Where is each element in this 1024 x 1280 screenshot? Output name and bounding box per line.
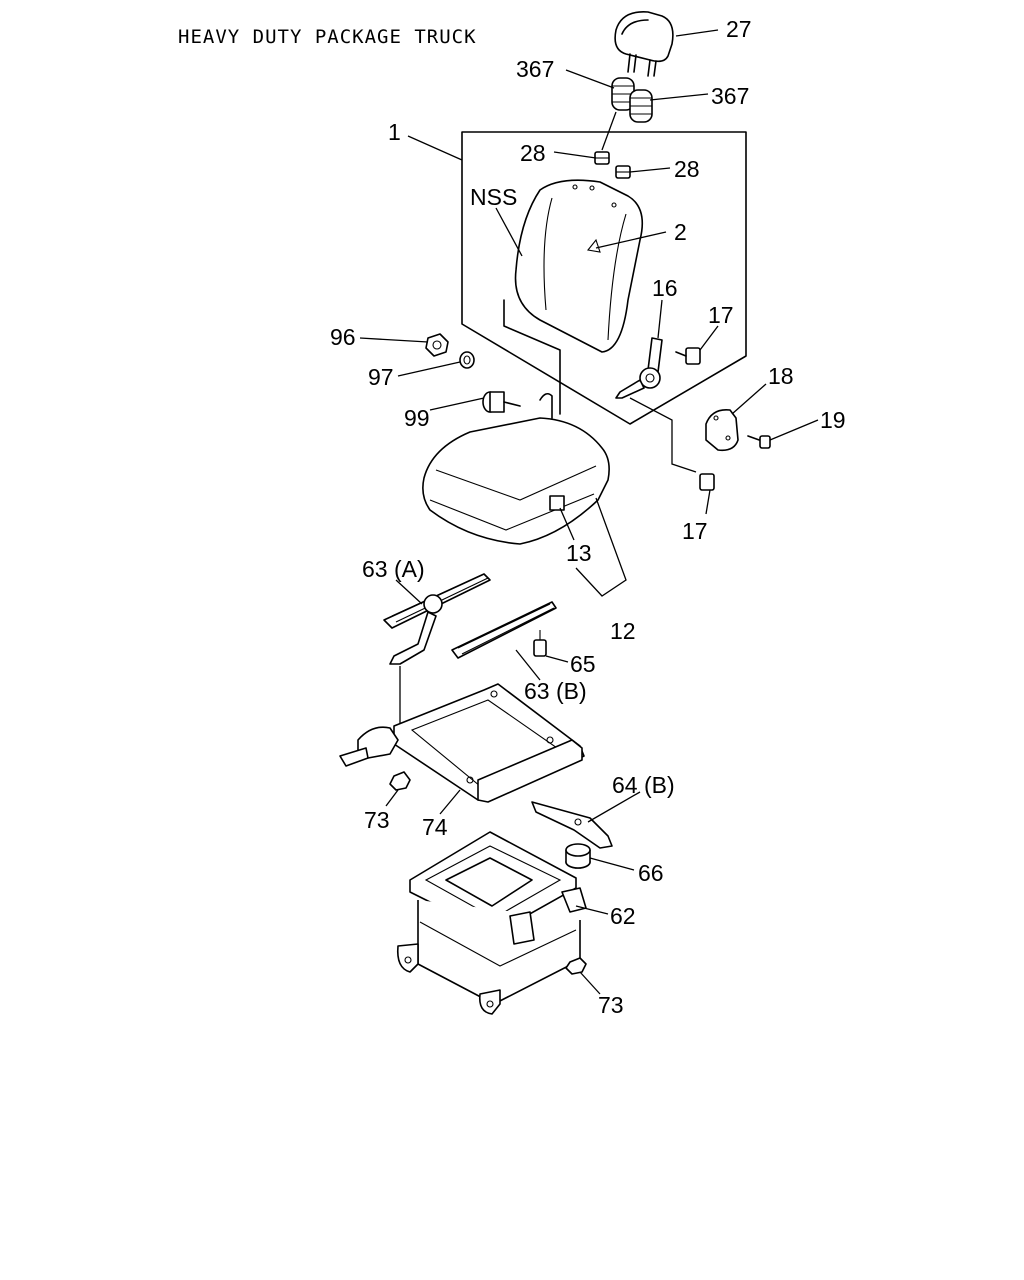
bolt-28-left bbox=[594, 151, 610, 165]
suspension-base bbox=[396, 831, 587, 1015]
bolt-17-lower bbox=[699, 473, 715, 491]
bolt-28-right bbox=[615, 165, 631, 179]
nut-73-lower bbox=[565, 957, 587, 975]
callout-1: 1 bbox=[388, 119, 401, 145]
recliner-cover bbox=[705, 408, 739, 452]
callout-13: 13 bbox=[566, 540, 592, 566]
callout-97: 97 bbox=[368, 364, 394, 390]
bushing-99 bbox=[482, 391, 521, 413]
recliner-lever bbox=[615, 337, 663, 399]
nut-96 bbox=[425, 333, 449, 357]
nut-73-upper bbox=[389, 771, 411, 791]
callout-12: 12 bbox=[610, 618, 636, 644]
bolt-17-upper bbox=[675, 347, 701, 365]
callout-2: 2 bbox=[674, 219, 687, 245]
callout-66: 66 bbox=[638, 860, 664, 886]
callout-73-lower: 73 bbox=[598, 992, 624, 1018]
callout-64b: 64 (B) bbox=[612, 772, 675, 798]
callout-62: 62 bbox=[610, 903, 636, 929]
headrest-guide-right bbox=[629, 89, 653, 123]
bolt-65 bbox=[533, 630, 547, 657]
bracket-64b bbox=[531, 801, 613, 849]
headrest bbox=[614, 11, 674, 77]
callout-nss: NSS bbox=[470, 184, 517, 210]
slide-rail-b bbox=[451, 601, 557, 659]
callout-74: 74 bbox=[422, 814, 448, 840]
callout-63a: 63 (A) bbox=[362, 556, 425, 582]
seat-assembly-bracket bbox=[461, 131, 747, 425]
callout-367-left: 367 bbox=[516, 56, 554, 82]
callout-96: 96 bbox=[330, 324, 356, 350]
callout-27: 27 bbox=[726, 16, 752, 42]
callout-63b: 63 (B) bbox=[524, 678, 587, 704]
seat-frame bbox=[339, 683, 585, 803]
callout-17-lower: 17 bbox=[682, 518, 708, 544]
slide-rail-a bbox=[383, 573, 491, 665]
callout-17-upper: 17 bbox=[708, 302, 734, 328]
spacer-66 bbox=[565, 843, 591, 869]
screw-19 bbox=[747, 435, 771, 449]
callout-28-left: 28 bbox=[520, 140, 546, 166]
seat-back bbox=[514, 179, 644, 353]
callout-367-right: 367 bbox=[711, 83, 749, 109]
callout-73-upper: 73 bbox=[364, 807, 390, 833]
callout-18: 18 bbox=[768, 363, 794, 389]
callout-19: 19 bbox=[820, 407, 846, 433]
callout-65: 65 bbox=[570, 651, 596, 677]
seat-cushion bbox=[422, 417, 610, 545]
callout-16: 16 bbox=[652, 275, 678, 301]
diagram-title: HEAVY DUTY PACKAGE TRUCK bbox=[178, 26, 477, 48]
washer-97 bbox=[459, 351, 475, 369]
callout-28-right: 28 bbox=[674, 156, 700, 182]
callout-99: 99 bbox=[404, 405, 430, 431]
